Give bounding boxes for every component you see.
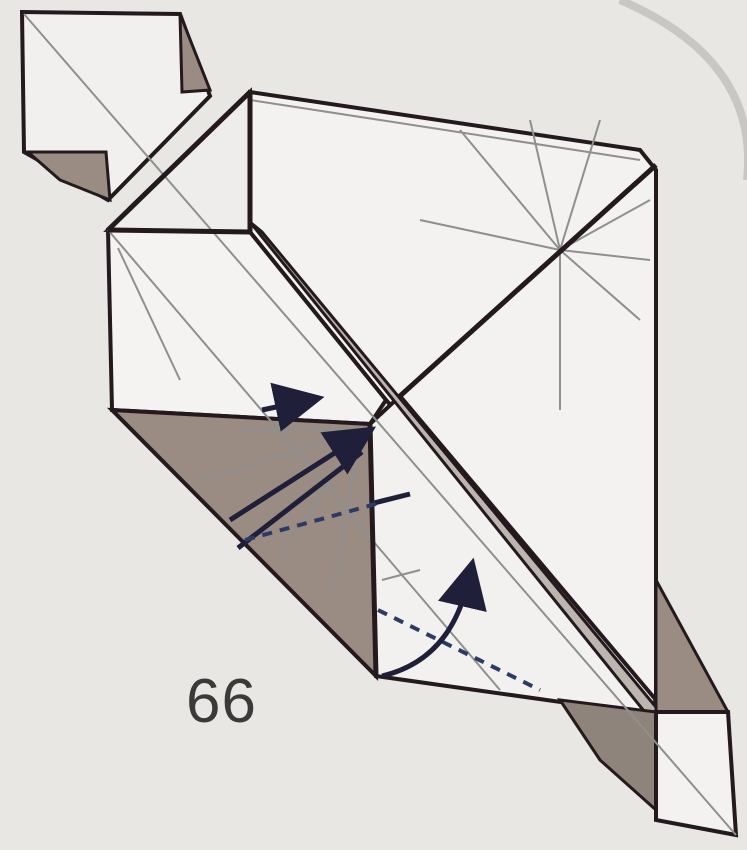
bottom-right-flap	[560, 700, 656, 810]
top-flap-shadow	[180, 14, 210, 92]
bottom-right-square	[656, 712, 736, 835]
left-flap-shadow	[28, 152, 110, 200]
right-edge-flap	[656, 580, 728, 712]
step-number: 66	[186, 666, 257, 737]
